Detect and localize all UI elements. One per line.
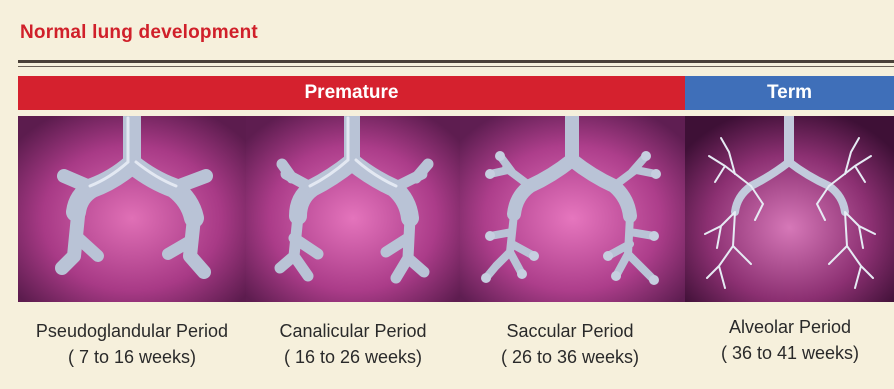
stage-caption-saccular: Saccular Period ( 26 to 36 weeks) xyxy=(470,318,670,370)
stage-name: Pseudoglandular Period xyxy=(0,318,264,344)
title-rule xyxy=(18,60,894,63)
alveolar-lung-image xyxy=(685,116,894,302)
stage-caption-pseudoglandular: Pseudoglandular Period ( 7 to 16 weeks) xyxy=(0,318,264,370)
stage-name: Saccular Period xyxy=(470,318,670,344)
stage-caption-alveolar: Alveolar Period ( 36 to 41 weeks) xyxy=(690,314,890,366)
term-band: Term xyxy=(685,76,894,110)
stage-caption-canalicular: Canalicular Period ( 16 to 26 weeks) xyxy=(253,318,453,370)
pseudoglandular-lung-image xyxy=(18,116,246,302)
stage-range: ( 7 to 16 weeks) xyxy=(0,344,264,370)
canalicular-lung-image xyxy=(246,116,460,302)
stage-name: Canalicular Period xyxy=(253,318,453,344)
title-rule-thin xyxy=(18,66,894,67)
stage-range: ( 26 to 36 weeks) xyxy=(470,344,670,370)
stage-range: ( 36 to 41 weeks) xyxy=(690,340,890,366)
figure-title: Normal lung development xyxy=(20,22,258,44)
saccular-lung-image xyxy=(460,116,685,302)
stage-name: Alveolar Period xyxy=(690,314,890,340)
premature-band: Premature xyxy=(18,76,685,110)
stage-range: ( 16 to 26 weeks) xyxy=(253,344,453,370)
